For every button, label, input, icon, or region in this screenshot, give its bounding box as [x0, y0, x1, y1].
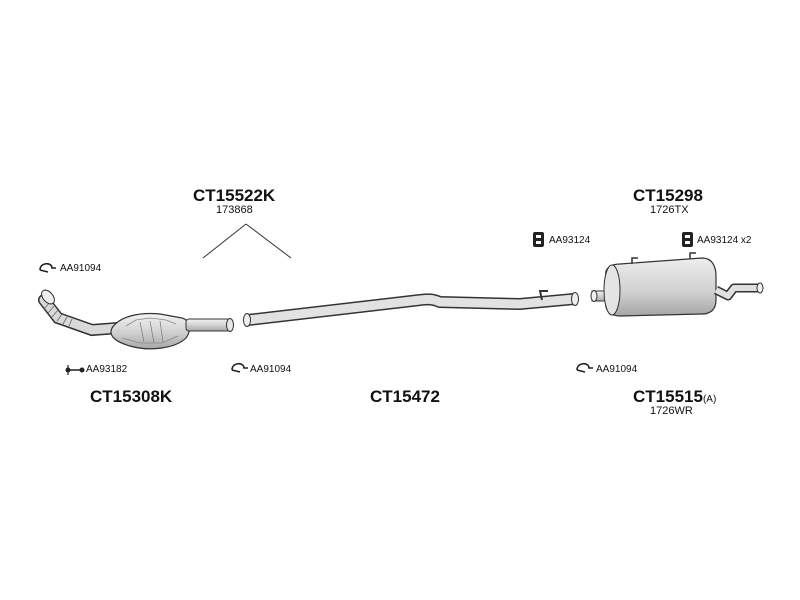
- middle-pipe-part[interactable]: [243, 290, 579, 327]
- catalyst-code: CT15308K: [90, 387, 173, 406]
- clamp-left-top-label: AA91094: [60, 263, 102, 274]
- cat-assembly-code: CT15522K: [193, 186, 276, 205]
- clamp-icon: [231, 362, 248, 373]
- hanger-2-label: AA93124 x2: [697, 235, 752, 246]
- center-muffler-suffix: (A): [702, 394, 717, 405]
- center-muffler-code-text: CT15515: [633, 387, 703, 406]
- middle-pipe-code: CT15472: [370, 387, 440, 406]
- rear-muffler-ref: 1726TX: [650, 204, 689, 216]
- hanger-1-label: AA93124: [549, 235, 591, 246]
- rear-muffler-part[interactable]: [590, 252, 764, 317]
- bolt-left-label: AA93182: [86, 364, 128, 375]
- center-muffler-code: CT15515(A): [633, 388, 716, 405]
- clamp-icon: [576, 362, 593, 373]
- rubber-hanger-icon: [533, 232, 544, 247]
- cat-assembly-ref: 173868: [216, 204, 253, 216]
- rubber-hanger-icon: [682, 232, 693, 247]
- center-muffler-ref: 1726WR: [650, 405, 693, 417]
- rear-muffler-code: CT15298: [633, 186, 703, 205]
- clamp-right-label: AA91094: [596, 364, 638, 375]
- bolt-icon: [65, 365, 85, 375]
- assembly-bracket: [202, 223, 292, 259]
- clamp-middle-label: AA91094: [250, 364, 292, 375]
- clamp-icon: [39, 262, 56, 273]
- catalyst-part[interactable]: [38, 288, 234, 350]
